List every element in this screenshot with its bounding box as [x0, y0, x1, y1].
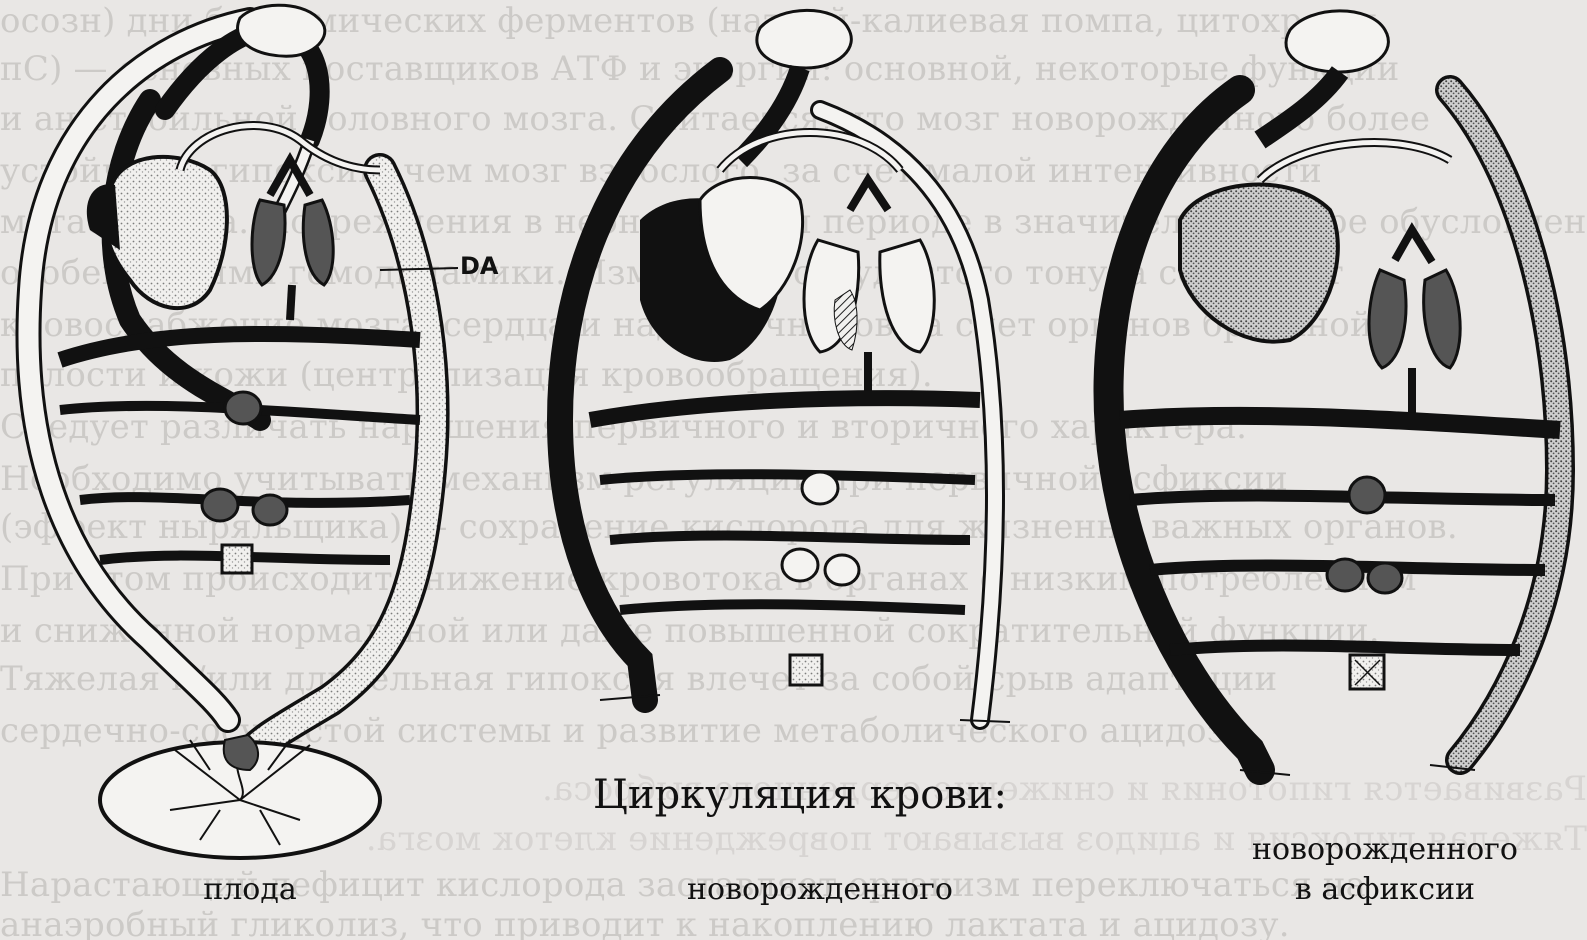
brain-organ [757, 10, 851, 68]
kidney-organ [1368, 563, 1402, 593]
diagram-heading: Циркуляция крови: [560, 772, 1040, 818]
caption-fetus: плода [160, 872, 340, 907]
kidney-organ [253, 495, 287, 525]
lung-right [1424, 270, 1460, 368]
systemic-branch [1130, 496, 1555, 500]
kidney-organ [1349, 477, 1385, 513]
lung-right [303, 200, 333, 285]
brain-organ [238, 5, 325, 56]
fetal-circulation-panel [29, 5, 459, 858]
systemic-branch [620, 604, 965, 610]
kidney-organ [202, 489, 238, 521]
kidney-organ [1327, 559, 1363, 591]
intestine-organ [790, 655, 822, 685]
systemic-branch [1120, 416, 1560, 430]
liver-organ [225, 392, 261, 424]
systemic-branch [610, 536, 970, 540]
systemic-branch [60, 334, 420, 360]
systemic-branch [600, 474, 975, 480]
ductus-arteriosus-label: DA [460, 252, 499, 280]
kidney-organ [825, 555, 859, 585]
caption-asphyxia-line2: в асфиксии [1215, 872, 1555, 907]
lung-left [252, 200, 285, 285]
systemic-branch [590, 398, 980, 420]
brain-organ [1286, 11, 1388, 72]
caption-newborn: новорожденного [640, 872, 1000, 907]
intestine-organ [222, 545, 252, 573]
caption-asphyxia-line1: новорожденного [1215, 832, 1555, 867]
asphyxia-circulation-panel [1109, 11, 1560, 775]
kidney-organ [802, 472, 838, 504]
lung-left [1369, 270, 1406, 368]
kidney-organ [782, 549, 818, 581]
heart-organ [1180, 185, 1338, 342]
pulmonary-vessel [820, 110, 995, 720]
systemic-branch [1170, 646, 1520, 650]
newborn-circulation-panel [560, 10, 1010, 722]
lung-right [880, 240, 934, 352]
systemic-branch [80, 497, 410, 503]
